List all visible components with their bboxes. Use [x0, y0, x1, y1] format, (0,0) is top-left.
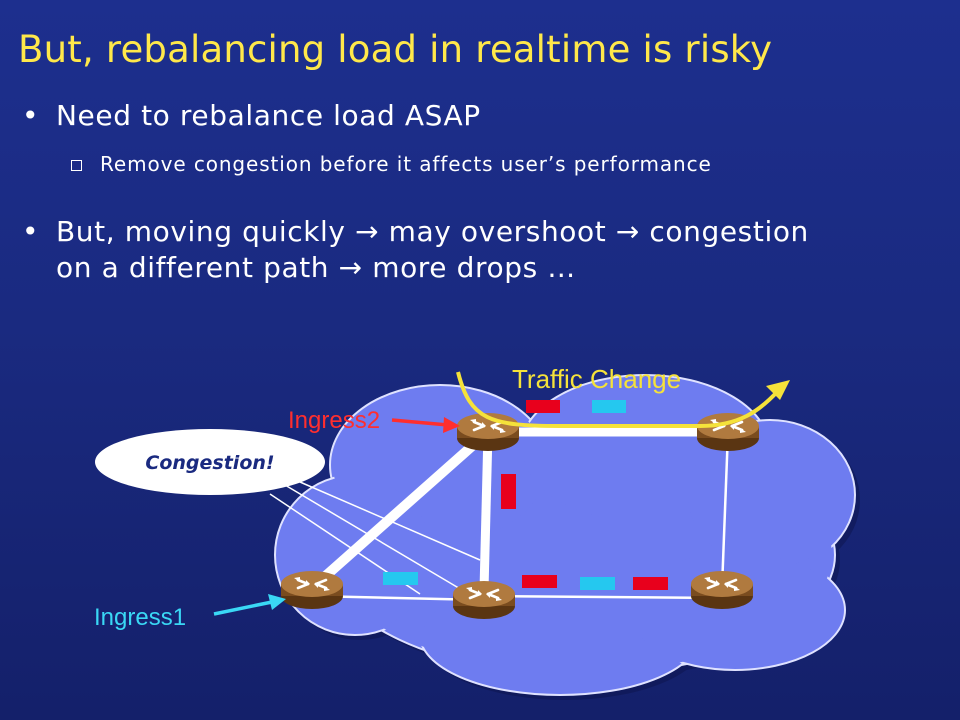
bullet-overshoot-line1: But, moving quickly → may overshoot → co…: [56, 215, 809, 248]
packet-cyan: [383, 572, 418, 585]
link-core-bottom-right: [483, 594, 723, 600]
traffic-change-arrow: [456, 371, 779, 428]
router-core: [451, 579, 517, 621]
bullet-rebalance-text: Need to rebalance load ASAP: [56, 99, 481, 132]
packet-cyan: [580, 577, 615, 590]
bullet-overshoot-line2: on a different path → more drops …: [56, 251, 576, 284]
router-top-right: [695, 411, 761, 453]
link-ingress2-core: [479, 431, 493, 591]
packets: [383, 400, 668, 590]
ingress2-arrowhead-icon: [443, 417, 460, 433]
slide-title: But, rebalancing load in realtime is ris…: [18, 28, 773, 71]
bullet-marker: •: [22, 215, 40, 248]
traffic-change-arrowhead-icon: [766, 380, 790, 400]
congestion-label: Congestion!: [145, 452, 274, 474]
ingress2-arrow: [391, 418, 449, 427]
ingress1-arrow: [213, 600, 273, 616]
congestion-callout: Congestion!: [95, 429, 325, 495]
sub-bullet-square-icon: [71, 160, 82, 171]
sub-bullet-text: Remove congestion before it affects user…: [100, 152, 712, 176]
packet-red: [501, 474, 516, 509]
packet-cyan: [592, 400, 626, 413]
sub-bullet-remove-congestion: Remove congestion before it affects user…: [71, 152, 712, 176]
bullet-rebalance: • Need to rebalance load ASAP: [22, 98, 481, 134]
bullet-overshoot: • But, moving quickly → may overshoot → …: [22, 214, 809, 286]
ingress1-label: Ingress1: [94, 604, 186, 631]
traffic-change-label: Traffic Change: [512, 364, 681, 394]
router-bottom-right: [689, 569, 755, 611]
packet-red: [633, 577, 668, 590]
ingress1-arrowhead-icon: [268, 594, 286, 610]
packet-red: [526, 400, 560, 413]
router-ingress1: [279, 569, 345, 611]
bullet-marker: •: [22, 99, 40, 132]
ingress2-label: Ingress2: [288, 407, 380, 434]
packet-red: [522, 575, 557, 588]
link-top-right-bottom-right: [720, 431, 730, 589]
link-ingress1-ingress2: [308, 428, 492, 592]
